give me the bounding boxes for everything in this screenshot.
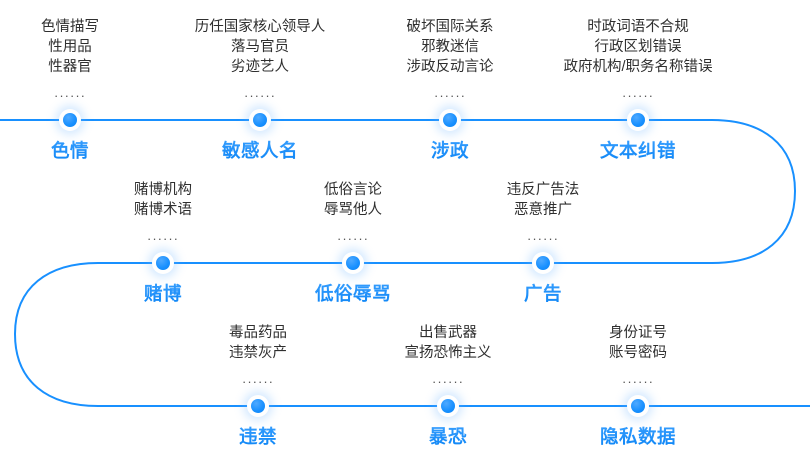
node-item: 落马官员	[231, 39, 289, 55]
node-item-ellipsis: ······	[147, 231, 179, 246]
node-item-list: 出售武器宣扬恐怖主义 ······	[298, 323, 598, 392]
node-item-ellipsis: ······	[337, 231, 369, 246]
node-dot-icon[interactable]	[249, 109, 271, 131]
node-item: 邪教迷信	[421, 39, 479, 55]
node-label: 违禁	[108, 423, 408, 449]
node-dot-icon[interactable]	[247, 395, 269, 417]
node-item: 色情描写	[41, 19, 99, 35]
node-item: 毒品药品	[229, 325, 287, 341]
node-label: 低俗辱骂	[203, 280, 503, 306]
node-label: 敏感人名	[110, 137, 410, 163]
node-item: 政府机构/职务名称错误	[563, 59, 713, 75]
node-item: 性器官	[48, 59, 92, 75]
node-item-ellipsis: ······	[242, 374, 274, 389]
node-dot-icon[interactable]	[627, 395, 649, 417]
node-item: 历任国家核心领导人	[194, 19, 326, 35]
node-dot-icon[interactable]	[627, 109, 649, 131]
node-item-ellipsis: ······	[432, 374, 464, 389]
node-item: 账号密码	[609, 345, 667, 361]
node-item: 违禁灰产	[229, 345, 287, 361]
node-item: 赌博机构	[134, 182, 192, 198]
node-item-ellipsis: ······	[434, 88, 466, 103]
node-dot-icon[interactable]	[59, 109, 81, 131]
node-label: 文本纠错	[488, 137, 788, 163]
node-dot-icon[interactable]	[152, 252, 174, 274]
node-item-list: 违反广告法恶意推广 ······	[393, 180, 693, 249]
node-item: 出售武器	[419, 325, 477, 341]
node-item: 劣迹艺人	[231, 59, 289, 75]
node-label: 广告	[393, 280, 693, 306]
node-label: 赌博	[13, 280, 313, 306]
node-label: 隐私数据	[488, 423, 788, 449]
node-item: 恶意推广	[514, 202, 572, 218]
node-item-list: 历任国家核心领导人落马官员劣迹艺人 ······	[110, 17, 410, 106]
node-item: 赌博术语	[134, 202, 192, 218]
node-label: 涉政	[300, 137, 600, 163]
node-item-list: 毒品药品违禁灰产 ······	[108, 323, 408, 392]
node-item-list: 时政词语不合规行政区划错误政府机构/职务名称错误 ······	[488, 17, 788, 106]
node-item: 行政区划错误	[594, 39, 682, 55]
node-item-ellipsis: ······	[54, 88, 86, 103]
node-item-ellipsis: ······	[527, 231, 559, 246]
node-item-list: 赌博机构赌博术语 ······	[13, 180, 313, 249]
node-item: 破坏国际关系	[406, 19, 494, 35]
node-item-ellipsis: ······	[244, 88, 276, 103]
node-label: 色情	[0, 137, 220, 163]
node-label: 暴恐	[298, 423, 598, 449]
node-item: 低俗言论	[324, 182, 382, 198]
node-item: 身份证号	[609, 325, 667, 341]
node-item-list: 身份证号账号密码 ······	[488, 323, 788, 392]
node-dot-icon[interactable]	[532, 252, 554, 274]
node-item-list: 破坏国际关系邪教迷信涉政反动言论 ······	[300, 17, 600, 106]
node-item: 违反广告法	[506, 182, 580, 198]
node-item: 宣扬恐怖主义	[404, 345, 492, 361]
node-item-ellipsis: ······	[622, 88, 654, 103]
node-item: 辱骂他人	[324, 202, 382, 218]
node-dot-icon[interactable]	[439, 109, 461, 131]
node-item-ellipsis: ······	[622, 374, 654, 389]
node-dot-icon[interactable]	[342, 252, 364, 274]
node-item-list: 低俗言论辱骂他人 ······	[203, 180, 503, 249]
node-item: 时政词语不合规	[587, 19, 689, 35]
node-item-list: 色情描写性用品性器官 ······	[0, 17, 220, 106]
node-dot-icon[interactable]	[437, 395, 459, 417]
node-item: 涉政反动言论	[406, 59, 494, 75]
node-item: 性用品	[48, 39, 92, 55]
